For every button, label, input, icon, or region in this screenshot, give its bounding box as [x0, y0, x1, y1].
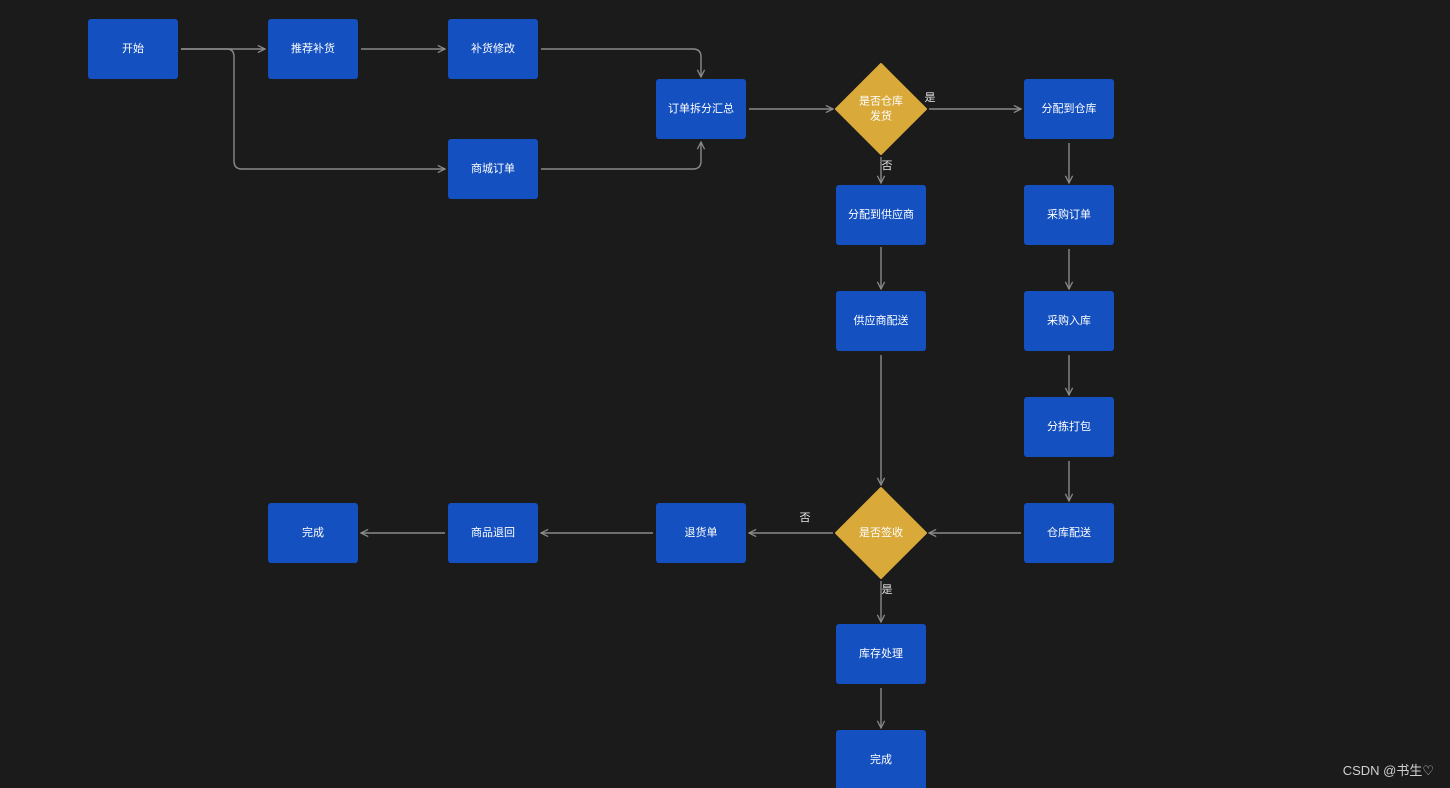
- node-label: 是否签收: [859, 525, 903, 539]
- process-box: [268, 503, 358, 563]
- process-box: [268, 19, 358, 79]
- edge-label-dec-sign-to-return-order: 否: [800, 511, 811, 524]
- node-label: 采购订单: [1047, 207, 1091, 221]
- node-stock[interactable]: 库存处理: [836, 624, 926, 684]
- node-label: 采购入库: [1047, 313, 1091, 327]
- edge-label-dec-warehouse-to-assign-supplier: 否: [882, 159, 893, 172]
- edges-layer: [181, 49, 1069, 728]
- node-assign-warehouse[interactable]: 分配到仓库: [1024, 79, 1114, 139]
- node-label: 仓库配送: [1047, 525, 1091, 539]
- node-modify[interactable]: 补货修改: [448, 19, 538, 79]
- node-split[interactable]: 订单拆分汇总: [656, 79, 746, 139]
- node-assign-supplier[interactable]: 分配到供应商: [836, 185, 926, 245]
- node-label: 完成: [302, 525, 324, 539]
- node-goods-return[interactable]: 商品退回: [448, 503, 538, 563]
- node-return-order[interactable]: 退货单: [656, 503, 746, 563]
- node-label: 开始: [122, 41, 144, 55]
- process-box: [656, 503, 746, 563]
- watermark: CSDN @书生♡: [1342, 763, 1434, 778]
- node-purchase-order[interactable]: 采购订单: [1024, 185, 1114, 245]
- node-recommend[interactable]: 推荐补货: [268, 19, 358, 79]
- node-label: 退货单: [685, 525, 718, 539]
- node-warehouse-deliver[interactable]: 仓库配送: [1024, 503, 1114, 563]
- process-box: [448, 139, 538, 199]
- node-label: 商城订单: [471, 161, 515, 175]
- process-box: [448, 503, 538, 563]
- node-label: 分拣打包: [1047, 419, 1091, 433]
- process-box: [836, 730, 926, 788]
- process-box: [1024, 185, 1114, 245]
- node-done-left[interactable]: 完成: [268, 503, 358, 563]
- node-label: 商品退回: [471, 525, 515, 539]
- decision-diamond: [835, 487, 927, 579]
- process-box: [836, 291, 926, 351]
- edge-start-to-mall-order: [181, 48, 445, 169]
- node-label: 发货: [870, 109, 892, 123]
- process-box: [448, 19, 538, 79]
- node-supplier-deliver[interactable]: 供应商配送: [836, 291, 926, 351]
- node-label: 分配到仓库: [1042, 101, 1097, 115]
- edge-mall-order-to-split: [541, 142, 701, 170]
- decision-diamond: [835, 63, 927, 155]
- node-sort-pack[interactable]: 分拣打包: [1024, 397, 1114, 457]
- process-box: [1024, 503, 1114, 563]
- node-label: 订单拆分汇总: [668, 101, 734, 115]
- node-label: 是否仓库: [859, 94, 903, 108]
- process-box: [1024, 79, 1114, 139]
- process-box: [1024, 397, 1114, 457]
- node-label: 完成: [870, 752, 892, 766]
- node-start[interactable]: 开始: [88, 19, 178, 79]
- node-label: 库存处理: [859, 646, 903, 660]
- node-purchase-in[interactable]: 采购入库: [1024, 291, 1114, 351]
- process-box: [836, 185, 926, 245]
- process-box: [88, 19, 178, 79]
- node-label: 补货修改: [471, 41, 515, 55]
- process-box: [836, 624, 926, 684]
- edge-label-dec-sign-to-stock: 是: [882, 583, 893, 596]
- process-box: [656, 79, 746, 139]
- node-mall-order[interactable]: 商城订单: [448, 139, 538, 199]
- edge-modify-to-split: [541, 48, 701, 77]
- node-dec-sign[interactable]: 是否签收: [835, 487, 927, 579]
- process-box: [1024, 291, 1114, 351]
- node-label: 推荐补货: [291, 41, 335, 55]
- node-label: 供应商配送: [854, 313, 909, 327]
- node-label: 分配到供应商: [848, 207, 914, 221]
- node-done-bottom[interactable]: 完成: [836, 730, 926, 788]
- edge-label-dec-warehouse-to-assign-warehouse: 是: [925, 91, 936, 104]
